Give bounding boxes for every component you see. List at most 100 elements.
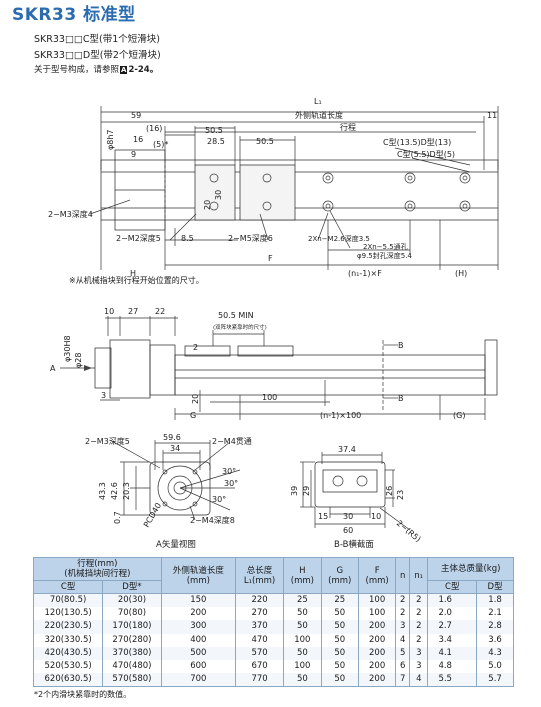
cell-F: 200 <box>357 659 397 674</box>
cell-mass-d: 5.0 <box>476 659 514 674</box>
cell-n: 4 <box>395 633 411 647</box>
cell-mass-c: 3.4 <box>427 633 478 647</box>
dim-side-3: 3 <box>101 391 106 400</box>
dim-5: (5)* <box>153 140 168 149</box>
cell-stroke-d: 370(380) <box>102 646 162 660</box>
cell-total: 370 <box>234 620 285 634</box>
a-view-m4-through: 2−M4贯通 <box>212 436 252 446</box>
cell-stroke-d: 470(480) <box>102 659 162 674</box>
footnote: *2个内滑块紧靠时的数值。 <box>34 690 132 699</box>
cell-stroke-c: 620(630.5) <box>32 673 104 688</box>
a-view-20-3: 20.3 <box>122 482 131 500</box>
dim-30: 30 <box>214 190 223 200</box>
b-view-r5: 2−(R5) <box>395 519 423 544</box>
model-c-line: SKR33□□C型(带1个短滑块) <box>34 34 160 45</box>
cell-F: 200 <box>357 673 397 688</box>
cell-H: 50 <box>283 646 322 660</box>
a-view-caption: A矢量视图 <box>156 539 196 550</box>
cell-n: 2 <box>395 607 411 621</box>
cell-n1: 3 <box>409 659 429 674</box>
cell-stroke-d: 170(180) <box>102 620 162 634</box>
dim-50-5b: 50.5 <box>256 137 274 146</box>
th-H-label: H <box>299 565 306 576</box>
cell-n: 5 <box>395 646 411 660</box>
dim-8-5: 8.5 <box>181 234 194 243</box>
dim-side-n1-100: (n-1)×100 <box>320 411 361 420</box>
cell-mass-d: 5.7 <box>476 673 514 688</box>
cell-mass-c: 5.5 <box>427 673 478 688</box>
cell-n: 7 <box>395 673 411 688</box>
b-view-26: 26 <box>385 486 394 496</box>
cell-F: 100 <box>357 593 397 608</box>
cell-total: 470 <box>234 633 285 647</box>
cell-G: 50 <box>320 607 359 621</box>
th-F: F(mm) <box>357 557 397 594</box>
dim-through-holes: 2Xn−5.5通孔 <box>363 242 408 251</box>
b-view-60: 60 <box>343 526 353 535</box>
th-stroke: 行程(mm)(机械挡块间行程) <box>33 557 162 581</box>
th-mass-d: D型 <box>476 580 514 594</box>
table-row: 120(130.5) 70(80) 200 270 50 50 100 2 2 … <box>32 607 514 621</box>
dim-side-100: 100 <box>262 393 277 402</box>
table-row: 520(530.5) 470(480) 600 670 100 50 200 6… <box>32 659 514 674</box>
cell-rail: 150 <box>160 593 236 608</box>
dim-side-10: 10 <box>104 307 114 316</box>
cell-total: 770 <box>234 673 285 688</box>
table-row: 320(330.5) 270(280) 400 470 100 50 200 4… <box>32 633 514 647</box>
cell-stroke-d: 270(280) <box>102 633 162 647</box>
dim-H: H <box>130 269 136 278</box>
dim-m2-6: 2Xn−M2.6深度3.5 <box>308 234 370 243</box>
th-c-type: C型 <box>32 580 104 594</box>
cell-H: 50 <box>283 620 322 634</box>
page-title: SKR33 标准型 <box>12 5 136 25</box>
dim-side-d30h8: φ30H8 <box>63 335 72 362</box>
dim-side-G-paren: (G) <box>453 411 465 420</box>
th-total-label: 总长度 <box>246 565 273 576</box>
a-view-30-b: 30° <box>224 479 238 488</box>
b-view-15: 15 <box>318 512 328 521</box>
dim-side-B1: B <box>398 341 404 350</box>
cell-H: 50 <box>283 607 322 621</box>
cell-G: 50 <box>320 673 359 688</box>
cell-mass-d: 3.6 <box>476 633 514 647</box>
th-H-unit: (mm) <box>290 575 314 586</box>
b-view-30: 30 <box>343 512 353 521</box>
reference-prefix: 关于型号构成，请参照 <box>34 65 120 75</box>
cell-mass-c: 4.1 <box>427 646 478 660</box>
th-F-label: F <box>374 565 380 576</box>
cell-rail: 300 <box>160 620 236 634</box>
dim-side-d28: φ28 <box>74 353 83 368</box>
dim-side-G: G <box>190 411 196 420</box>
cell-F: 200 <box>357 646 397 660</box>
dim-c-type-5: C型(5.5)D型(5) <box>397 150 455 159</box>
a-view-59-6: 59.6 <box>163 433 181 442</box>
cell-G: 25 <box>320 593 359 608</box>
dim-side-A: A <box>50 364 56 373</box>
model-d-line: SKR33□□D型(带2个短滑块) <box>34 50 161 61</box>
th-rail-unit: (mm) <box>186 575 210 586</box>
b-view-23: 23 <box>396 490 405 500</box>
b-view-caption: B-B横截面 <box>334 539 374 550</box>
cell-mass-c: 4.8 <box>427 659 478 674</box>
th-d-type: D型* <box>102 580 162 594</box>
cell-rail: 500 <box>160 646 236 660</box>
cell-mass-c: 2.7 <box>427 620 478 634</box>
table-subheader-row: C型 D型* C型 D型 <box>32 580 514 594</box>
dim-16p: (16) <box>146 124 162 133</box>
dim-side-50-5-min: 50.5 MIN <box>218 311 254 320</box>
th-stroke-sub: (机械挡块间行程) <box>64 569 131 579</box>
cell-stroke-c: 120(130.5) <box>32 607 104 621</box>
dim-side-27: 27 <box>128 307 138 316</box>
a-view-m3: 2−M3深度5 <box>85 436 130 446</box>
cell-H: 50 <box>283 673 322 688</box>
reference-page: 2-24。 <box>128 65 159 75</box>
dim-counterbore: φ9.5封孔深度5.4 <box>357 251 412 260</box>
a-view-42-6: 42.6 <box>110 482 119 500</box>
a-view-30-a: 30° <box>222 467 236 476</box>
b-view-29: 29 <box>302 486 311 496</box>
cell-rail: 600 <box>160 659 236 674</box>
reference-code: A <box>120 66 128 74</box>
a-view-30-c: 30° <box>212 495 226 504</box>
